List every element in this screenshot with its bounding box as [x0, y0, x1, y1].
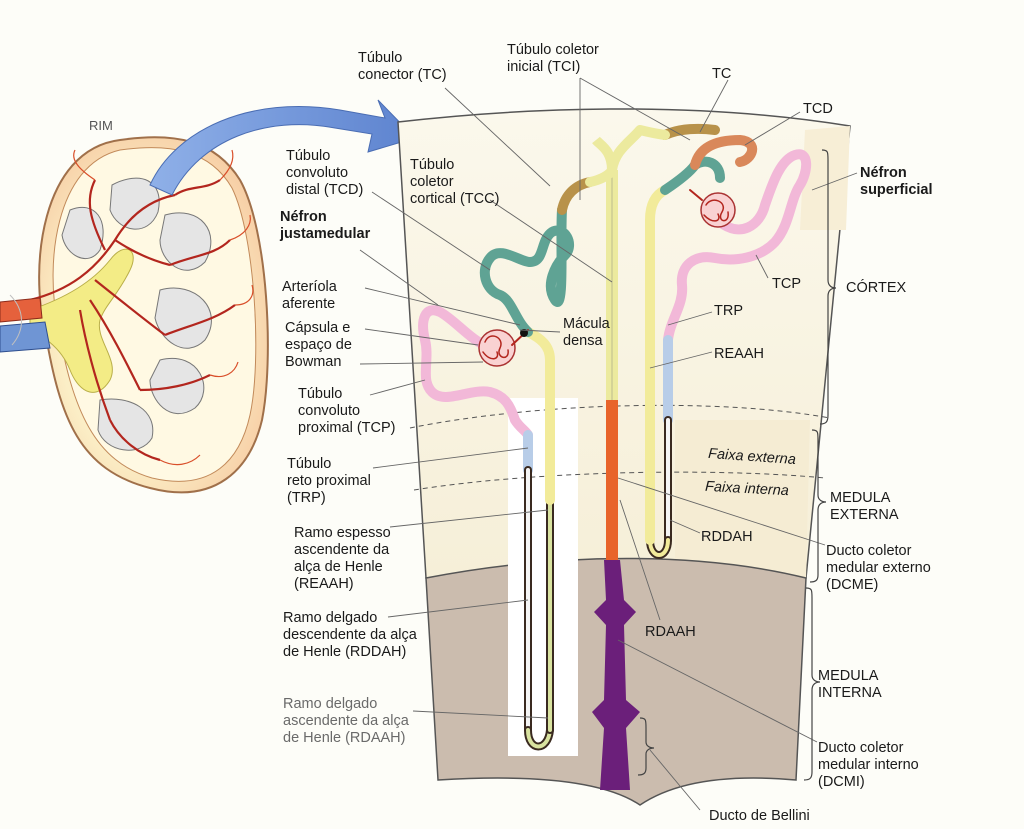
label-reaah: REAAH	[714, 346, 764, 362]
region-braces	[637, 149, 837, 781]
label-ducto-coletor-medular-externo: Ducto coletor medular externo (DCME)	[826, 543, 931, 593]
label-ducto-coletor-medular-interno: Ducto coletor medular interno (DCMI)	[818, 740, 919, 790]
label-rddah: RDDAH	[701, 529, 753, 545]
label-region-medula-interna: MEDULA INTERNA	[818, 668, 882, 701]
superficial-nephron	[635, 123, 812, 559]
label-region-cortex: CÓRTEX	[846, 280, 907, 296]
label-rdaah: RDAAH	[645, 624, 696, 640]
label-tc: TC	[712, 66, 732, 82]
leader-lines	[359, 77, 858, 811]
label-tubulo-convoluto-distal: Túbulo convoluto distal (TCD)	[286, 148, 364, 198]
label-arteriola-aferente: Arteríola aferente	[282, 279, 337, 312]
label-ramo-espesso-ascendente: Ramo espesso ascendente da alça de Henle…	[294, 525, 391, 592]
label-nefron-superficial: Néfron superficial	[860, 165, 933, 198]
label-ducto-de-bellini: Ducto de Bellini	[709, 808, 810, 824]
label-nefron-justamedular: Néfron justamedular	[280, 209, 371, 242]
label-region-medula-externa: MEDULA EXTERNA	[830, 490, 899, 523]
label-ramo-delgado-ascendente: Ramo delgado ascendente da alça de Henle…	[283, 696, 409, 746]
label-trp: TRP	[714, 303, 743, 319]
label-tubulo-coletor-cortical: Túbulo coletor cortical (TCC)	[410, 157, 500, 207]
kidney-cross-section	[0, 136, 269, 494]
label-capsula-bowman: Cápsula e espaço de Bowman	[285, 320, 352, 370]
label-tubulo-convoluto-proximal: Túbulo convoluto proximal (TCP)	[298, 386, 396, 436]
label-tubulo-coletor-inicial: Túbulo coletor inicial (TCI)	[507, 42, 599, 75]
label-tubulo-reto-proximal: Túbulo reto proximal (TRP)	[287, 456, 371, 506]
kidney-label: RIM	[89, 118, 113, 133]
label-ramo-delgado-descendente: Ramo delgado descendente da alça de Henl…	[283, 610, 417, 660]
label-tubulo-conector: Túbulo conector (TC)	[358, 50, 447, 83]
label-tcd: TCD	[803, 101, 833, 117]
label-macula-densa: Mácula densa	[563, 316, 610, 349]
label-tcp: TCP	[772, 276, 801, 292]
